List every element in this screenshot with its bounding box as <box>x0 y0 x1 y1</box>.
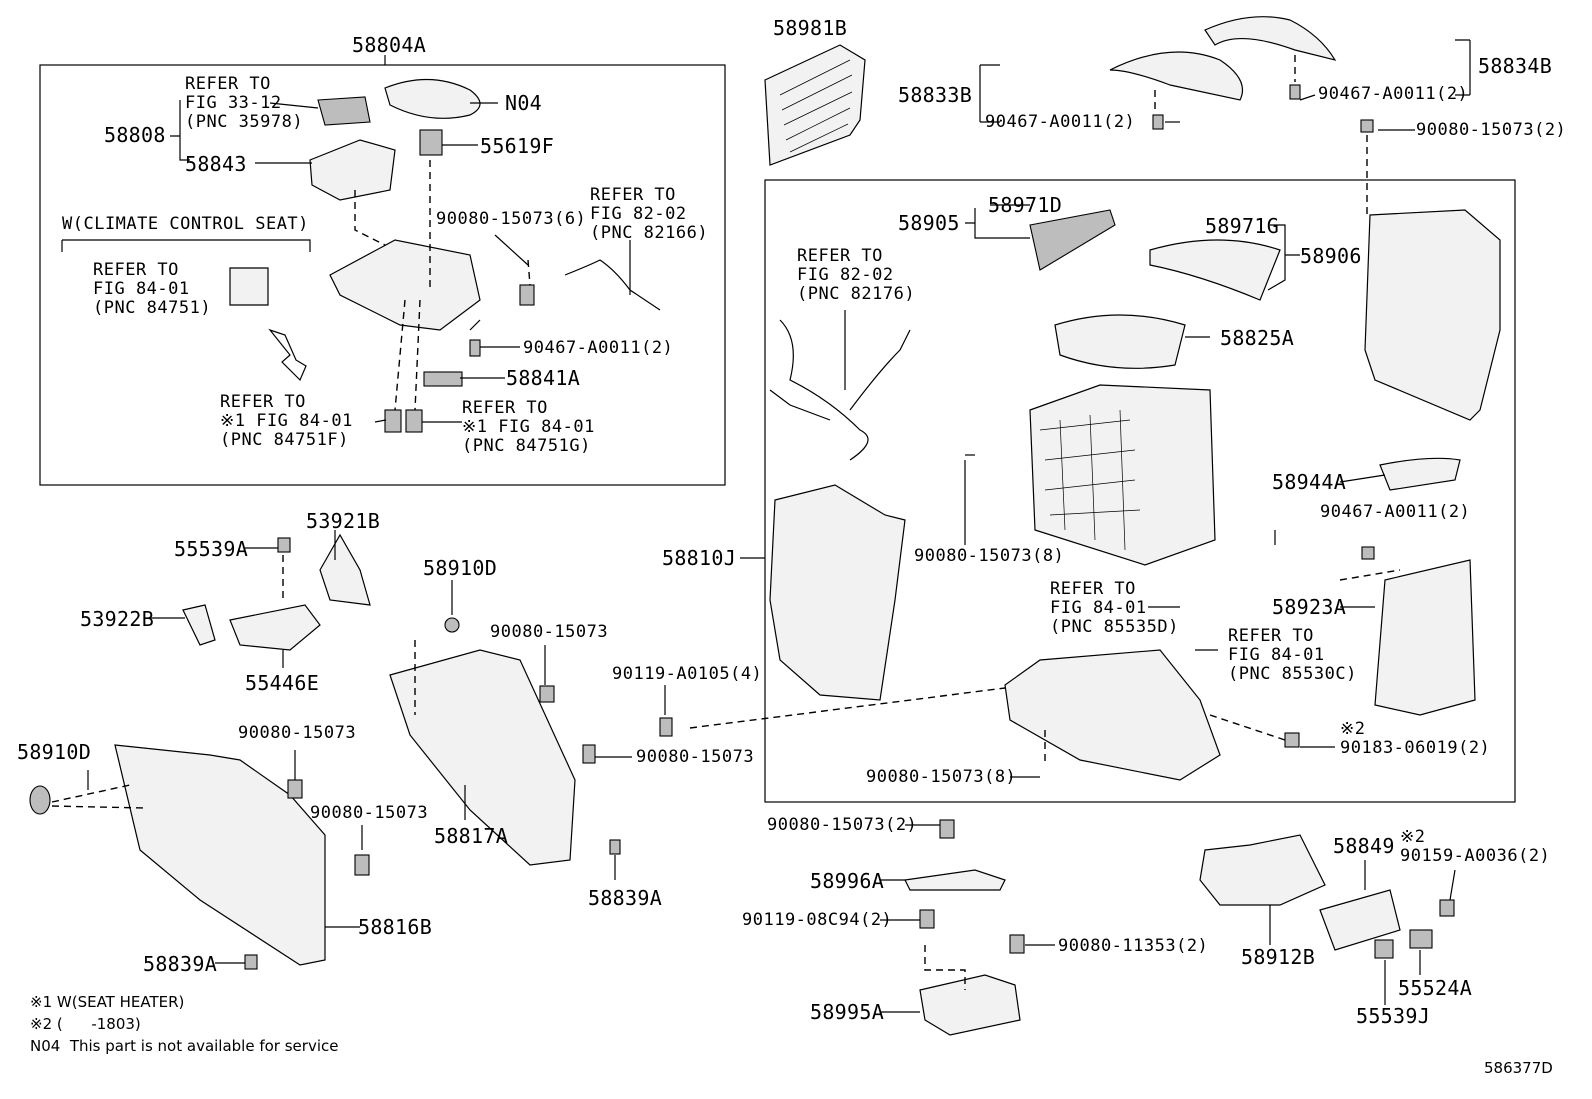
footnote-1803: ※2 ( -1803) <box>30 1015 141 1033</box>
callout-58825A[interactable]: 58825A <box>1220 326 1295 350</box>
footnote-seat-heater: ※1 W(SEAT HEATER) <box>30 993 185 1011</box>
callout-58816B[interactable]: 58816B <box>358 915 433 939</box>
part-58912B-cover <box>1199 834 1326 906</box>
callout-refer-84751F[interactable]: REFER TO ※1 FIG 84-01 (PNC 84751F) <box>220 392 353 450</box>
callout-58839A-left[interactable]: 58839A <box>143 952 218 976</box>
callout-refer-85530C[interactable]: REFER TO FIG 84-01 (PNC 85530C) <box>1228 626 1357 684</box>
callout-53921B[interactable]: 53921B <box>306 509 381 533</box>
callout-58905[interactable]: 58905 <box>898 211 960 235</box>
part-53921B-panel <box>319 533 371 606</box>
callout-58971D[interactable]: 58971D <box>988 193 1063 217</box>
part-side-panel-left <box>769 484 906 701</box>
callout-58996A[interactable]: 58996A <box>810 869 885 893</box>
callout-58923A[interactable]: 58923A <box>1272 595 1347 619</box>
callout-58817A[interactable]: 58817A <box>434 824 509 848</box>
callout-58839A-mid[interactable]: 58839A <box>588 886 663 910</box>
part-58843-shift-panel <box>309 139 396 201</box>
callout-58910D-left[interactable]: 58910D <box>17 740 92 764</box>
callout-90080-left1[interactable]: 90080-15073 <box>238 723 357 743</box>
callout-90080-top-right[interactable]: 90080-15073(2) <box>1416 120 1567 140</box>
callout-55524A[interactable]: 55524A <box>1398 976 1473 1000</box>
callout-refer-82166[interactable]: REFER TO FIG 82-02 (PNC 82166) <box>590 185 709 243</box>
callout-90080-8-lower[interactable]: 90080-15073(8) <box>866 767 1017 787</box>
part-58849-switch-panel <box>1319 889 1401 951</box>
part-58817A-lower-panel <box>389 649 576 866</box>
part-side-panel-right <box>1364 209 1501 421</box>
callout-90080-mid1[interactable]: 90080-15073 <box>490 622 609 642</box>
callout-90467-top-mid[interactable]: 90467-A0011(2) <box>985 112 1136 132</box>
part-58944A-cover <box>1379 457 1461 491</box>
callout-58971G[interactable]: 58971G <box>1205 214 1280 238</box>
callout-58834B[interactable]: 58834B <box>1478 54 1553 78</box>
callout-90080-6[interactable]: 90080-15073(6) <box>436 209 587 229</box>
callout-N04[interactable]: N04 <box>505 91 543 115</box>
callout-58906[interactable]: 58906 <box>1300 244 1362 268</box>
callout-refer-85535D[interactable]: REFER TO FIG 84-01 (PNC 85535D) <box>1050 579 1179 637</box>
part-console-base <box>1004 649 1221 781</box>
callout-90467-box[interactable]: 90467-A0011(2) <box>523 338 674 358</box>
callout-refer-84751[interactable]: REFER TO FIG 84-01 (PNC 84751) <box>93 260 212 318</box>
part-53922B-trim <box>182 604 216 646</box>
callout-90080-left2[interactable]: 90080-15073 <box>310 803 429 823</box>
callout-climate-seat: W(CLIMATE CONTROL SEAT) <box>62 214 309 234</box>
callout-90119-08C94[interactable]: 90119-08C94(2) <box>742 910 893 930</box>
part-58923A-panel <box>1374 559 1476 716</box>
part-58816B-side-trim <box>114 744 326 966</box>
callout-refer-84751G[interactable]: REFER TO ※1 FIG 84-01 (PNC 84751G) <box>462 398 595 456</box>
callout-58849[interactable]: 58849 <box>1333 834 1395 858</box>
callout-58981B[interactable]: 58981B <box>773 16 848 40</box>
diagram-id: 586377D <box>1484 1059 1553 1077</box>
part-wiring-harness <box>769 319 911 461</box>
callout-58995A[interactable]: 58995A <box>810 1000 885 1024</box>
part-58905-lid <box>1029 209 1116 271</box>
callout-58912B[interactable]: 58912B <box>1241 945 1316 969</box>
shift-bezel-group-frame <box>39 64 726 486</box>
callout-58810J[interactable]: 58810J <box>662 546 737 570</box>
part-58804A-console-top <box>329 239 481 331</box>
callout-90467-right[interactable]: 90467-A0011(2) <box>1320 502 1471 522</box>
callout-55446E[interactable]: 55446E <box>245 671 320 695</box>
callout-58833B[interactable]: 58833B <box>898 83 973 107</box>
callout-53922B[interactable]: 53922B <box>80 607 155 631</box>
part-55446E-bracket <box>229 604 321 651</box>
part-58996A-bracket <box>904 869 1006 891</box>
callout-55619F[interactable]: 55619F <box>480 134 555 158</box>
callout-58841A[interactable]: 58841A <box>506 366 581 390</box>
callout-90159[interactable]: ※2 90159-A0036(2) <box>1400 827 1551 866</box>
console-box-group-frame <box>764 179 1516 803</box>
part-58981B-panel <box>764 44 866 166</box>
callout-58808[interactable]: 58808 <box>104 123 166 147</box>
part-35978-pad <box>317 96 371 126</box>
part-58995A-bracket <box>919 974 1021 1036</box>
callout-90467-top-right[interactable]: 90467-A0011(2) <box>1318 84 1469 104</box>
callout-90080-mid2[interactable]: 90080-15073 <box>636 747 755 767</box>
callout-refer-33-12[interactable]: REFER TO FIG 33-12 (PNC 35978) <box>185 74 304 132</box>
callout-90080-11353[interactable]: 90080-11353(2) <box>1058 936 1209 956</box>
callout-90080-8-upper[interactable]: 90080-15073(8) <box>914 546 1065 566</box>
part-N04-frame <box>384 78 481 119</box>
part-58834B-armrest-cover <box>1204 16 1337 61</box>
callout-58944A[interactable]: 58944A <box>1272 470 1347 494</box>
callout-58843[interactable]: 58843 <box>185 152 247 176</box>
callout-55539J[interactable]: 55539J <box>1356 1004 1431 1028</box>
callout-90119-A0105[interactable]: 90119-A0105(4) <box>612 664 763 684</box>
callout-90183[interactable]: ※2 90183-06019(2) <box>1340 719 1491 758</box>
footnote-N04: N04 This part is not available for servi… <box>30 1037 339 1055</box>
callout-55539A[interactable]: 55539A <box>174 537 249 561</box>
callout-refer-82176[interactable]: REFER TO FIG 82-02 (PNC 82176) <box>797 246 916 304</box>
part-58906-lid <box>1149 239 1281 301</box>
part-58833B-armrest-upper <box>1109 51 1244 101</box>
callout-90080-2-bottom[interactable]: 90080-15073(2) <box>767 815 918 835</box>
callout-58910D-mid[interactable]: 58910D <box>423 556 498 580</box>
callout-58804A[interactable]: 58804A <box>352 33 427 57</box>
part-console-body <box>1029 384 1216 566</box>
part-58825A-tray <box>1054 314 1186 369</box>
